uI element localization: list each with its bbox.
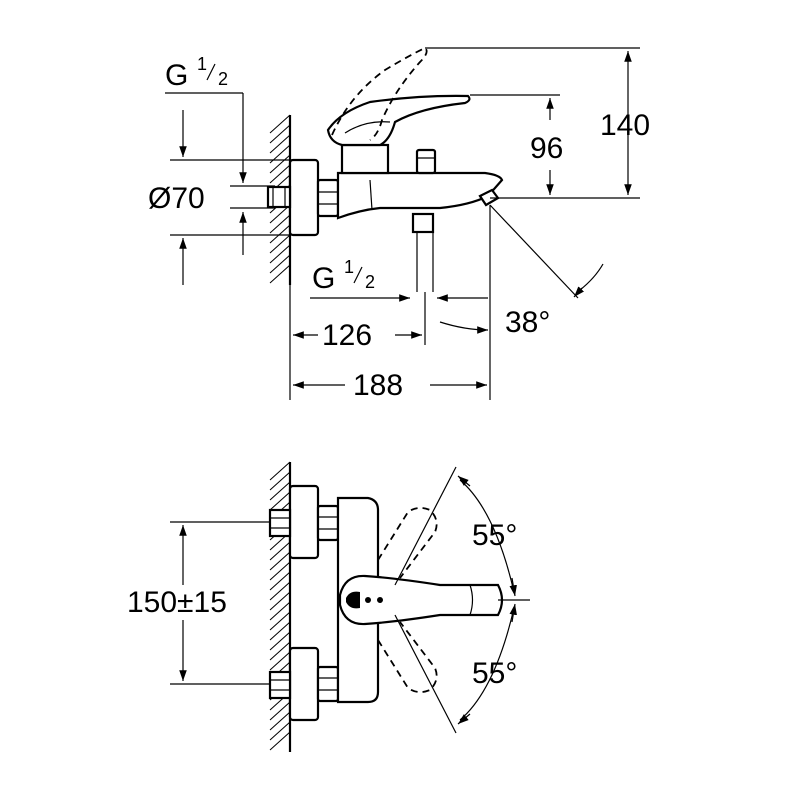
wall-hatch-line: [269, 264, 291, 284]
lever-handle: [326, 94, 471, 147]
dim-diameter: Ø70: [148, 110, 290, 285]
wall-rosette: [288, 158, 320, 237]
diameter-label: Ø70: [148, 182, 205, 215]
top-view: 55° 55° 150±15: [127, 461, 530, 752]
wall-hatch-line: [269, 571, 291, 591]
dim-angle-55-down: 55°: [394, 603, 517, 734]
width-188-label: 188: [353, 369, 403, 402]
height-140-label: 140: [600, 109, 650, 142]
wall-hatch-line: [269, 711, 291, 731]
dim-height-96: 96: [470, 94, 563, 195]
wall-hatch-line: [269, 581, 291, 601]
lever-raised-dashed: [331, 46, 428, 141]
wall-hatch-line: [269, 591, 291, 611]
centers-label: 150±15: [127, 586, 227, 619]
thread-top-den: 2: [218, 69, 228, 89]
wall-hatch-line: [269, 561, 291, 581]
wall-hatch-line: [269, 244, 291, 264]
thread-bottom-den: 2: [365, 272, 375, 292]
wall-hatch-line: [269, 471, 291, 491]
dim-thread-bottom: G 1 2: [310, 257, 488, 302]
height-96-label: 96: [530, 132, 563, 165]
diverter-knob: [415, 148, 437, 175]
wall-hatch-line: [269, 731, 291, 751]
wall-hatch-line: [269, 481, 291, 501]
dim-width-126: 126: [293, 319, 422, 352]
dim-centers-150: 150±15: [127, 521, 270, 685]
dim-height-140: 140: [425, 47, 650, 199]
wall-hatch-line: [269, 701, 291, 721]
dim-angle-55-up: 55°: [394, 466, 517, 597]
side-view: G 1 2 Ø70 140 96: [148, 46, 650, 402]
wall-top: [269, 461, 292, 752]
wall-hatch-line: [269, 134, 291, 154]
upper-connection: [268, 484, 340, 560]
lever-rotated-up-dashed: [377, 507, 438, 579]
angle-55-up-label: 55°: [472, 519, 517, 552]
wall-hatch-line: [269, 254, 291, 274]
thread-top-base: G: [165, 59, 188, 92]
angle-38-label: 38°: [505, 306, 550, 339]
wall-hatch-line: [269, 631, 291, 651]
wall-hatch-line: [269, 124, 291, 144]
wall-hatch-line: [269, 651, 291, 671]
hex-nut-side: [316, 178, 340, 218]
wall-hatch-line: [269, 721, 291, 741]
wall-hatch-line: [269, 164, 291, 184]
wall-hatch-line: [269, 491, 291, 511]
faucet-body-side: [336, 171, 504, 220]
wall-hatch-line: [269, 461, 291, 481]
width-126-label: 126: [322, 319, 372, 352]
wall-hatch-line: [269, 224, 291, 244]
thread-bottom-base: G: [312, 262, 335, 295]
wall-hatch-line: [269, 621, 291, 641]
indicator-mark: [346, 591, 360, 609]
dim-thread-top: G 1 2: [165, 54, 275, 255]
lever-rotated-down-dashed: [377, 621, 438, 693]
angle-55-down-label: 55°: [472, 657, 517, 690]
shower-outlet: [411, 212, 435, 234]
dim-width-188: 188: [293, 369, 487, 402]
dim-angle-38: 38°: [439, 204, 604, 339]
lever-housing: [340, 143, 390, 175]
wall-hatch-line: [269, 541, 291, 561]
wall-hatch-line: [269, 611, 291, 631]
thread-top-num: 1: [197, 54, 207, 74]
wall-hatch-line: [269, 551, 291, 571]
wall-hatch-line: [269, 234, 291, 254]
lever-handle-top: [338, 574, 504, 626]
wall-hatch-line: [269, 601, 291, 621]
wall-hatch-line: [269, 114, 291, 134]
wall-hatch-line: [269, 214, 291, 234]
lower-connection: [268, 646, 340, 722]
connector-stub: [266, 185, 292, 209]
wall-hatch-line: [269, 154, 291, 174]
wall-hatch-line: [269, 641, 291, 661]
thread-bottom-num: 1: [344, 257, 354, 277]
